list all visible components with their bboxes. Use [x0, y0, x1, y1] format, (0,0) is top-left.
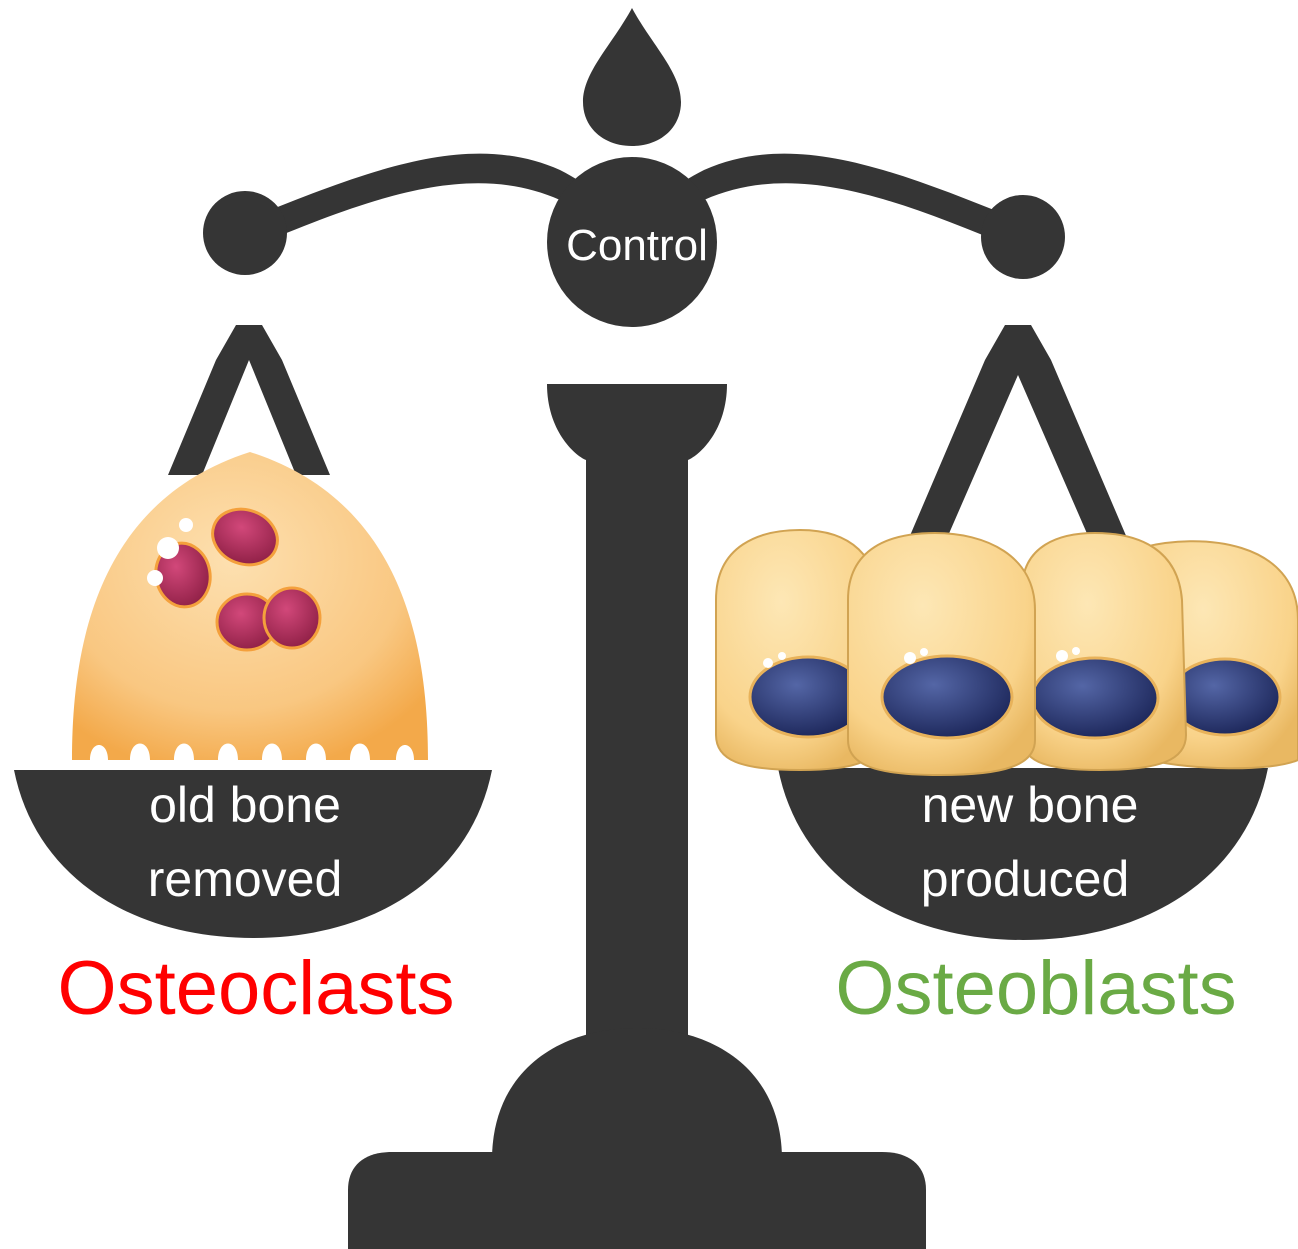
right-pan-text-line1: new bone	[922, 777, 1139, 833]
nucleus	[264, 588, 320, 648]
right-pan-text-line2: produced	[921, 851, 1130, 907]
osteoblast-cell	[848, 533, 1035, 775]
osteoblast-cell	[1022, 533, 1186, 770]
osteoblasts-title: Osteoblasts	[835, 946, 1236, 1031]
scale-base	[348, 1152, 926, 1249]
nucleus	[1032, 658, 1158, 738]
osteoclasts-title: Osteoclasts	[57, 946, 454, 1031]
right-hanger	[906, 325, 1130, 545]
beam-end-left	[203, 191, 287, 275]
left-pan-text-line2: removed	[148, 851, 343, 907]
osteoclast-cell	[72, 452, 428, 760]
beam-end-right	[981, 195, 1065, 279]
osteoblast-cells	[716, 530, 1298, 775]
finial-icon	[583, 8, 681, 146]
left-pan-text-line1: old bone	[149, 777, 341, 833]
control-label: Control	[566, 221, 708, 270]
scale-column	[547, 384, 727, 1050]
nucleus	[882, 656, 1012, 738]
scale-base-dome	[492, 1028, 782, 1160]
